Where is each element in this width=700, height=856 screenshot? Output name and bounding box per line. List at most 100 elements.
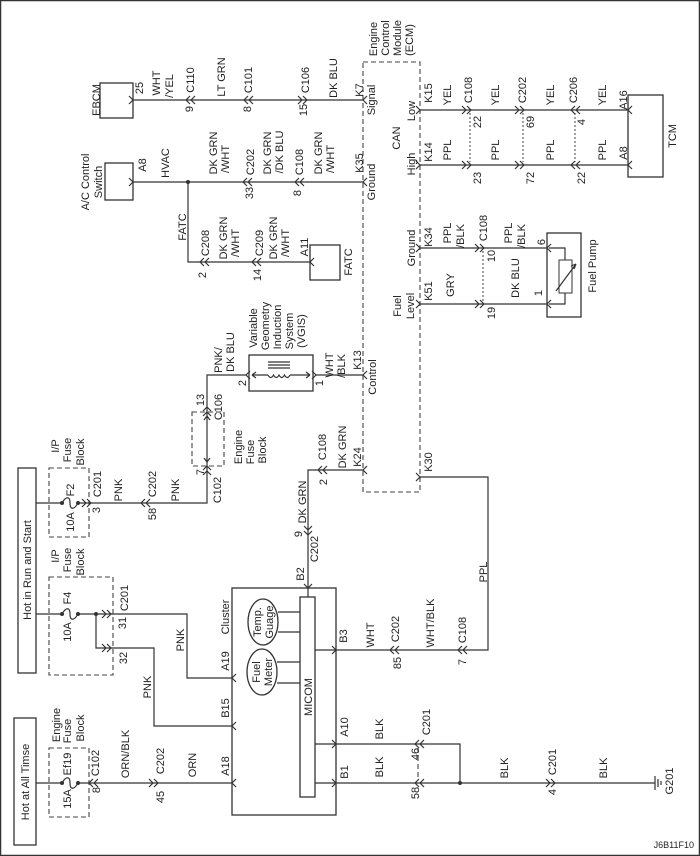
- connector-icon: [474, 243, 480, 253]
- connector-icon: [93, 778, 99, 788]
- connector-pin-label: C202: [147, 471, 159, 497]
- connector-pin-label: 3: [91, 507, 103, 513]
- connector-pin-label: C202: [245, 149, 257, 175]
- wire-color-label: /WHT: [230, 229, 242, 257]
- fuse-icon: [60, 777, 80, 789]
- connector-icon: [190, 95, 196, 105]
- connector-icon: [199, 257, 205, 267]
- connector-icon: [106, 643, 112, 653]
- solenoid-icon: [251, 361, 311, 379]
- connector-pin-label: C102: [212, 477, 224, 503]
- connector-icon: [101, 643, 107, 653]
- tcm-module: [627, 94, 664, 178]
- module-label-vgis: Induction: [272, 305, 284, 350]
- ac-control-switch: [104, 162, 134, 201]
- connector-pin-label: A19: [220, 651, 232, 671]
- fuse-block-label: Fuse: [62, 548, 74, 572]
- connector-pin-label: A8: [137, 158, 149, 171]
- connector-icon: [575, 160, 581, 170]
- connector-pin-label: 72: [525, 172, 537, 184]
- wire-color-label: BLK: [374, 718, 386, 739]
- connector-pin-label: A16: [618, 90, 630, 110]
- connector-icon: [302, 95, 308, 105]
- module-label-ecm: Engine: [368, 22, 380, 56]
- connector-icon: [242, 177, 248, 187]
- wire-color-label: /BLK: [516, 223, 528, 248]
- connector-pin-label: 14: [252, 269, 264, 281]
- engine-fuse-block: [191, 411, 225, 467]
- wire-color-label: DK GRN: [208, 132, 220, 175]
- connector-icon: [514, 105, 520, 115]
- connector-pin-label: A18: [220, 756, 232, 776]
- fuse-block-label: I/P: [50, 439, 62, 452]
- wire-gauges-micom: [277, 611, 300, 684]
- connector-icon: [140, 498, 146, 508]
- connector-pin-label: 1: [314, 380, 326, 386]
- connector-pin-label: K34: [423, 227, 435, 247]
- connector-pin-label: 2: [318, 479, 330, 485]
- connector-icon: [88, 778, 94, 788]
- connector-pin-label: B3: [338, 629, 350, 642]
- wire-color-label: PPL: [442, 223, 454, 244]
- power-label-run-start: Hot in Run and Start: [22, 520, 34, 620]
- connector-pin-label: 13: [195, 394, 207, 406]
- connector-pin-label: 1: [533, 290, 545, 296]
- connector-pin-label: 22: [576, 172, 588, 184]
- connector-pin-label: C108: [478, 215, 490, 241]
- wire-color-label: HVAC: [160, 148, 172, 178]
- wire-color-label: BLK: [598, 757, 610, 778]
- fuse-name: F4: [62, 592, 74, 605]
- connector-icon: [243, 95, 249, 105]
- wire-color-label: /DK BLU: [274, 131, 286, 174]
- connector-icon: [303, 530, 313, 536]
- fuse-rating: 15A: [62, 789, 74, 809]
- connector-icon: [479, 243, 485, 253]
- wire-color-label: WHT: [365, 622, 377, 647]
- figure-code: J6B11F10: [654, 840, 694, 850]
- wire-color-label: GRY: [445, 273, 457, 297]
- connector-pin-label: C202: [309, 536, 321, 562]
- splice-dot: [458, 781, 462, 785]
- wire-pnk-b15: [95, 614, 232, 727]
- connector-icon: [550, 778, 556, 788]
- connector-icon: [294, 177, 300, 187]
- connector-icon: [415, 160, 421, 170]
- fuse-rating: 10A: [65, 512, 77, 532]
- module-label-micom: MICOM: [303, 678, 315, 716]
- connector-icon: [415, 299, 421, 309]
- wire-color-label: DK BLU: [328, 58, 340, 98]
- connector-icon: [419, 739, 425, 749]
- connector-icon: [570, 160, 576, 170]
- connector-icon: [419, 778, 425, 788]
- connector-pin-label: 15: [298, 104, 310, 116]
- connector-pin-label: 9: [184, 106, 196, 112]
- connector-pin-label: K24: [352, 447, 364, 467]
- fuse-block-label: I/P: [50, 549, 62, 562]
- connector-pin-label: C208: [200, 230, 212, 256]
- connector-pin-label: B15: [220, 698, 232, 718]
- wire-color-label: ORN/BLK: [120, 729, 132, 778]
- module-label-vgis: System: [284, 313, 296, 350]
- connector-icon: [204, 257, 210, 267]
- connector-pin-label: C209: [254, 230, 266, 256]
- module-label-ebcm: EBCM: [91, 84, 103, 116]
- connector-icon: [462, 645, 468, 655]
- connector-icon: [394, 645, 400, 655]
- gauge-label: Meter: [263, 658, 275, 686]
- connector-icon: [256, 257, 262, 267]
- fuse-block-label: Block: [75, 438, 87, 465]
- splice-dot: [94, 612, 98, 616]
- connector-pin-label: 85: [392, 657, 404, 669]
- wire-color-label: ORN: [187, 753, 199, 778]
- ebcm-module: [99, 82, 134, 119]
- connector-icon: [153, 778, 159, 788]
- connector-pin-label: C201: [92, 471, 104, 497]
- wire-ppl-b3: [336, 476, 489, 651]
- wire-fatc: [187, 182, 310, 263]
- gauge-label: Fuel: [251, 661, 263, 682]
- connector-icon: [546, 243, 552, 253]
- fuse-block-label: Fuse: [245, 440, 257, 464]
- connector-pin-label: C106: [213, 394, 225, 420]
- connector-pin-label: K7: [354, 83, 366, 96]
